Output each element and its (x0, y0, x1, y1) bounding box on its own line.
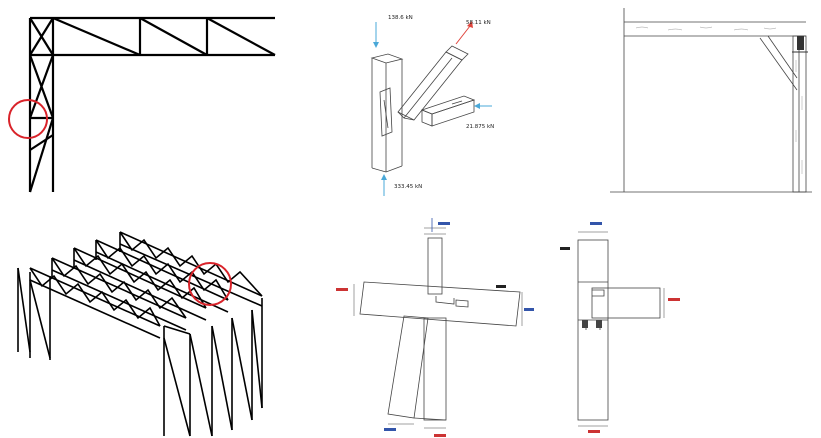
panel-dimensioned-joint-elevation (336, 218, 534, 437)
force-arrow-diagonal (455, 21, 473, 45)
panel-3d-truss-frames (17, 231, 263, 437)
highlight-circle-frame (8, 99, 48, 139)
panel-dimensioned-post-section (560, 222, 680, 433)
panel-truss-frame-elevation (8, 16, 276, 193)
force-arrow-top (373, 22, 379, 48)
panel-exploded-joint: 138.6 kN 58.11 kN 21.875 kN 333.45 kN (370, 15, 494, 196)
panel-wall-section (610, 8, 812, 193)
dimension-markers (336, 218, 534, 437)
force-label-bottom: 333.45 kN (394, 184, 422, 190)
force-label-top: 138.6 kN (388, 15, 413, 21)
force-label-horizontal: 21.875 kN (466, 124, 494, 130)
highlight-circle-3d (188, 262, 232, 306)
steel-plate (797, 36, 804, 50)
force-arrow-bottom (381, 174, 387, 196)
force-label-diagonal: 58.11 kN (466, 20, 491, 26)
force-arrow-horizontal (474, 103, 492, 109)
